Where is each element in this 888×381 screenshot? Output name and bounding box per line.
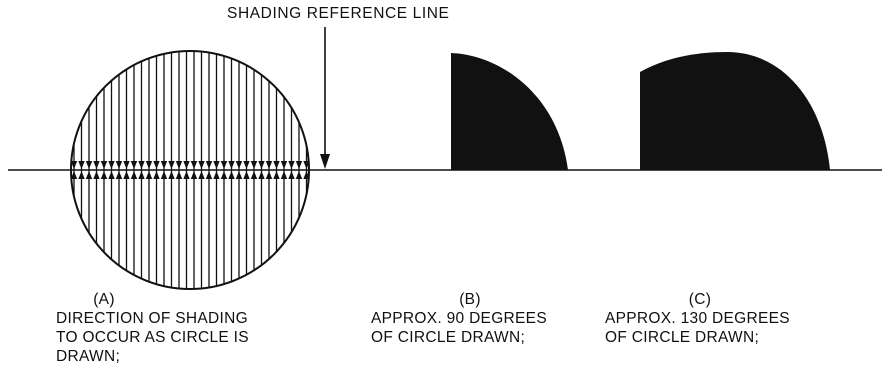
shading-arrow-down bbox=[145, 161, 153, 169]
shading-arrow-up bbox=[70, 171, 78, 179]
shading-arrow-down bbox=[265, 161, 273, 169]
shading-arrow-up bbox=[220, 171, 228, 179]
caption-c-line-2: OF CIRCLE DRAWN; bbox=[605, 329, 760, 346]
shading-arrow-up bbox=[160, 171, 168, 179]
shading-arrow-up bbox=[123, 171, 130, 179]
shading-arrow-down bbox=[168, 161, 175, 169]
shading-arrow-down bbox=[78, 161, 85, 169]
shading-arrow-up bbox=[235, 171, 243, 179]
shading-arrow-down bbox=[243, 161, 250, 169]
figure-c-sector-shape bbox=[640, 52, 830, 170]
shading-arrow-up bbox=[108, 171, 115, 179]
shading-arrow-down bbox=[100, 161, 108, 169]
caption-a: (A) DIRECTION OF SHADING TO OCCUR AS CIR… bbox=[56, 290, 276, 366]
caption-a-letter: (A) bbox=[93, 291, 115, 308]
shading-arrow-up bbox=[183, 171, 190, 179]
shading-arrow-up bbox=[243, 171, 250, 179]
shading-arrow-down bbox=[85, 161, 93, 169]
caption-a-line-1: DIRECTION OF SHADING bbox=[56, 310, 249, 327]
caption-c-line-1: APPROX. 130 DEGREES bbox=[605, 310, 790, 327]
shading-arrow-down bbox=[183, 161, 190, 169]
shading-arrow-up bbox=[295, 171, 303, 179]
shading-arrow-down bbox=[130, 161, 138, 169]
caption-b-line-2: OF CIRCLE DRAWN; bbox=[371, 329, 526, 346]
shading-arrow-up bbox=[265, 171, 273, 179]
shading-arrow-down bbox=[228, 161, 235, 169]
reference-arrowhead bbox=[320, 154, 330, 169]
shading-arrow-down bbox=[258, 161, 265, 169]
shading-arrow-up bbox=[213, 171, 220, 179]
shading-arrow-down bbox=[108, 161, 115, 169]
shading-arrow-down bbox=[205, 161, 213, 169]
shading-arrow-down bbox=[280, 161, 288, 169]
shading-arrow-up bbox=[100, 171, 108, 179]
shading-arrow-up bbox=[175, 171, 183, 179]
shading-arrow-up bbox=[85, 171, 93, 179]
shading-arrow-up bbox=[280, 171, 288, 179]
shading-arrow-down bbox=[213, 161, 220, 169]
shading-arrow-down bbox=[295, 161, 303, 169]
shading-arrow-down bbox=[153, 161, 160, 169]
shading-arrow-down bbox=[198, 161, 205, 169]
caption-a-line-2: TO OCCUR AS CIRCLE IS bbox=[56, 329, 249, 346]
figure-b-quarter-shape bbox=[451, 53, 568, 170]
shading-arrow-up bbox=[145, 171, 153, 179]
caption-b-line-1: APPROX. 90 DEGREES bbox=[371, 310, 547, 327]
caption-a-line-3: DRAWN; bbox=[56, 348, 121, 365]
shading-arrow-down bbox=[93, 161, 100, 169]
shading-arrow-down bbox=[288, 161, 295, 169]
shading-arrow-up bbox=[205, 171, 213, 179]
shading-arrow-up bbox=[115, 171, 123, 179]
shading-arrow-down bbox=[123, 161, 130, 169]
shading-arrow-up bbox=[228, 171, 235, 179]
shading-arrow-down bbox=[250, 161, 258, 169]
shading-arrow-down bbox=[175, 161, 183, 169]
shading-arrow-down bbox=[220, 161, 228, 169]
shading-reference-label: SHADING REFERENCE LINE bbox=[227, 5, 450, 22]
shading-direction-arrows bbox=[70, 161, 310, 179]
shading-arrow-up bbox=[153, 171, 160, 179]
shading-arrow-up bbox=[258, 171, 265, 179]
shading-arrow-up bbox=[168, 171, 175, 179]
caption-c: (C) APPROX. 130 DEGREES OF CIRCLE DRAWN; bbox=[605, 290, 805, 347]
shading-arrow-up bbox=[190, 171, 198, 179]
circle-outline bbox=[70, 50, 310, 290]
shading-arrow-up bbox=[288, 171, 295, 179]
shading-arrow-down bbox=[70, 161, 78, 169]
shading-arrow-up bbox=[130, 171, 138, 179]
shading-arrow-up bbox=[250, 171, 258, 179]
shading-arrow-up bbox=[78, 171, 85, 179]
shading-arrow-up bbox=[138, 171, 145, 179]
shading-arrow-up bbox=[198, 171, 205, 179]
shading-arrow-down bbox=[235, 161, 243, 169]
caption-c-letter: (C) bbox=[688, 291, 712, 308]
shading-arrow-up bbox=[93, 171, 100, 179]
shading-arrow-down bbox=[138, 161, 145, 169]
shading-arrow-down bbox=[190, 161, 198, 169]
shading-arrow-down bbox=[160, 161, 168, 169]
caption-b: (B) APPROX. 90 DEGREES OF CIRCLE DRAWN; bbox=[371, 290, 571, 347]
shading-arrow-down bbox=[273, 161, 280, 169]
shading-arrow-up bbox=[273, 171, 280, 179]
shading-arrow-down bbox=[115, 161, 123, 169]
caption-b-letter: (B) bbox=[459, 291, 481, 308]
